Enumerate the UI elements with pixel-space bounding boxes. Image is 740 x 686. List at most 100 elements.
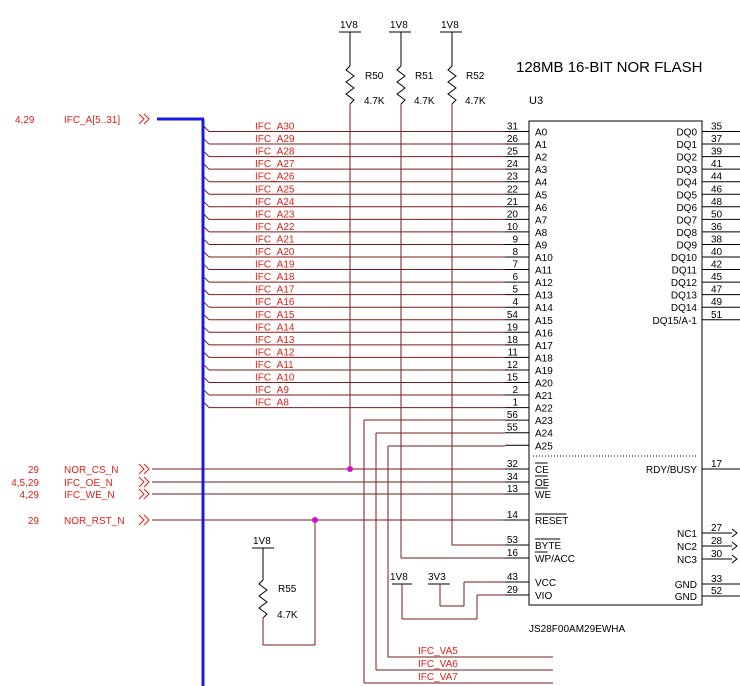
pin-number: 29 xyxy=(507,585,519,596)
pin-name: DQ1 xyxy=(676,140,697,151)
diagram-title: 128MB 16-BIT NOR FLASH xyxy=(516,59,702,76)
pin-number: 38 xyxy=(711,234,723,245)
pin-name: DQ10 xyxy=(671,253,698,264)
bus-net-ifc_a24: IFC_A24 xyxy=(202,197,505,208)
pin-name: A9 xyxy=(535,240,548,251)
pin-number: 19 xyxy=(507,322,519,333)
pin-number: 25 xyxy=(507,147,519,158)
pin-number: 9 xyxy=(512,234,518,245)
pin-number: 46 xyxy=(711,184,723,195)
net-label: IFC_A19 xyxy=(255,260,295,271)
resistor-r50: 1V8 R50 4.7K xyxy=(339,20,385,470)
pin-name: A21 xyxy=(535,391,553,402)
pin-number: 4 xyxy=(512,297,518,308)
chip-left-pins: 31A026A125A224A323A422A521A620A710A89A98… xyxy=(505,122,575,602)
bus-net-ifc_a18: IFC_A18 xyxy=(202,272,505,283)
pin-name: A24 xyxy=(535,429,553,440)
bus-net-ifc_a30: IFC_A30 xyxy=(202,122,505,133)
pin-name: A17 xyxy=(535,341,553,352)
net-label: IFC_A16 xyxy=(255,297,295,308)
pin-number: 33 xyxy=(711,574,723,585)
port-chevron-icon xyxy=(138,488,150,500)
net-label: IFC_A10 xyxy=(255,373,295,384)
pin-name: DQ6 xyxy=(676,203,697,214)
bus-net-ifc_a11: IFC_A11 xyxy=(202,360,505,371)
port-chevron-icon xyxy=(138,514,150,526)
net-label: IFC_A11 xyxy=(255,360,294,371)
bus-net-ifc_a23: IFC_A23 xyxy=(202,209,505,220)
pin-number: 22 xyxy=(507,184,519,195)
pin-name: DQ14 xyxy=(671,303,698,314)
pin-number: 28 xyxy=(711,536,723,547)
r50-zigzag-icon xyxy=(345,65,355,105)
pin-name: DQ4 xyxy=(676,178,697,189)
vio-rail-label: 1V8 xyxy=(390,572,408,583)
pin-name: A7 xyxy=(535,215,548,226)
net-label: IFC_A12 xyxy=(255,347,295,358)
va-net-label: IFC_VA6 xyxy=(418,659,458,670)
port-label: NOR_CS_N xyxy=(64,465,118,476)
net-label: IFC_A17 xyxy=(255,285,295,296)
bus-net-ifc_a29: IFC_A29 xyxy=(202,134,505,145)
pin-number: 47 xyxy=(711,285,723,296)
net-label: IFC_A9 xyxy=(255,385,289,396)
pin-number: 44 xyxy=(711,172,723,183)
pin-name: DQ2 xyxy=(676,153,697,164)
net-label: IFC_A27 xyxy=(255,159,295,170)
pin-name: DQ9 xyxy=(676,240,697,251)
net-label: IFC_A20 xyxy=(255,247,295,258)
net-label: IFC_A23 xyxy=(255,209,295,220)
pin-number: 43 xyxy=(507,572,519,583)
pin-name: A20 xyxy=(535,379,553,390)
net-label: IFC_A26 xyxy=(255,172,295,183)
pin-name: WE xyxy=(535,490,551,501)
pin-name: DQ8 xyxy=(676,228,697,239)
pin-number: 50 xyxy=(711,209,723,220)
port-chevron-icon xyxy=(138,463,150,475)
pin-number: 48 xyxy=(711,197,723,208)
resistor-r55: 1V8 R55 4.7K xyxy=(252,520,316,646)
pin-number: 20 xyxy=(507,209,519,220)
net-label: IFC_A14 xyxy=(255,322,295,333)
pin-name: A25 xyxy=(535,441,553,452)
pin-name: A6 xyxy=(535,203,548,214)
port-chevron-icon xyxy=(138,476,150,488)
no-connect-icon xyxy=(731,554,738,564)
pin-number: 36 xyxy=(711,222,723,233)
vcc-rail-label: 3V3 xyxy=(428,572,446,583)
pin-number: 1 xyxy=(512,398,518,409)
r51-value: 4.7K xyxy=(414,96,435,107)
pin-number: 45 xyxy=(711,272,723,283)
chip-pin-a9: 9A9 xyxy=(505,234,548,251)
net-label: IFC_A8 xyxy=(255,398,289,409)
resistor-r51: 1V8 R51 4.7K xyxy=(389,20,505,559)
pin-number: 16 xyxy=(507,548,519,559)
r51-zigzag-icon xyxy=(396,65,406,105)
pin-number: 24 xyxy=(507,159,519,170)
